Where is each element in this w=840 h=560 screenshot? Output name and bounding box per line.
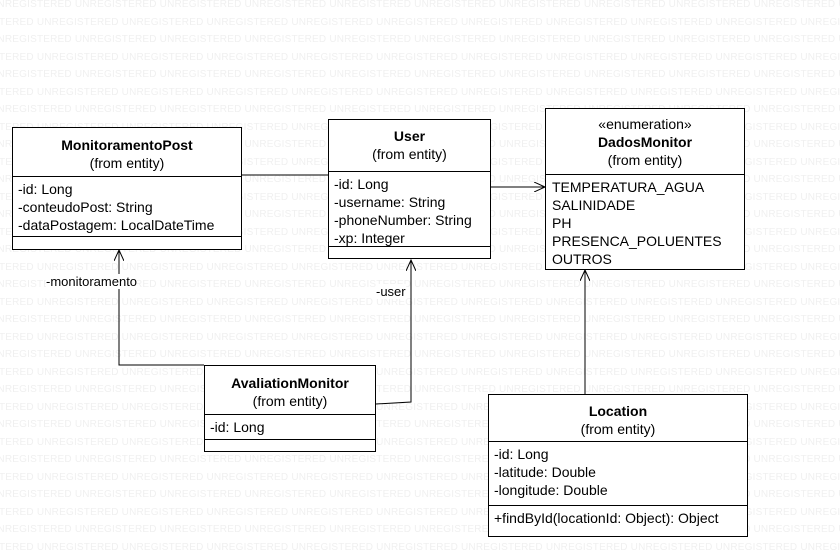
member-row: -conteudoPost: String (18, 199, 153, 215)
class-user[interactable]: User (from entity) -id: Long -username: S… (328, 119, 491, 259)
class-header: User (from entity) (329, 120, 490, 171)
operations-compartment (13, 236, 241, 250)
member-row: +findById(locationId: Object): Object (494, 510, 719, 526)
member-row: -id: Long (18, 181, 73, 197)
member-row: -id: Long (334, 176, 389, 192)
member-row: -id: Long (494, 446, 549, 462)
operations-compartment (205, 439, 375, 452)
member-row: -xp: Integer (334, 230, 405, 246)
class-avaliationmonitor[interactable]: AvaliationMonitor (from entity) -id: Lon… (204, 365, 376, 452)
member-row: PRESENCA_POLUENTES (552, 233, 722, 249)
member-row: TEMPERATURA_AGUA (552, 179, 705, 195)
class-location[interactable]: Location (from entity) -id: Long -latitud… (488, 394, 748, 537)
attributes-compartment: -id: Long -username: String -phoneNumber: … (329, 171, 490, 246)
role-label-user: -user (376, 284, 406, 299)
enumeration-literals: TEMPERATURA_AGUA SALINIDADE PH PRESENCA_POL… (546, 174, 744, 271)
association-avaliationmonitor-user (375, 260, 411, 405)
class-header: MonitoramentoPost (from entity) (13, 128, 241, 176)
class-monitoramentopost[interactable]: MonitoramentoPost (from entity) -id: Lon… (12, 127, 242, 250)
member-row: PH (552, 215, 572, 231)
class-name: AvaliationMonitor (231, 375, 349, 391)
member-row: -dataPostagem: LocalDateTime (18, 217, 215, 233)
attributes-compartment: -id: Long -conteudoPost: String -dataPosta… (13, 176, 241, 236)
operations-compartment: +findById(locationId: Object): Object (489, 505, 747, 530)
class-header: Location (from entity) (489, 395, 747, 441)
member-row: SALINIDADE (552, 197, 636, 213)
attributes-compartment: -id: Long (205, 414, 375, 439)
member-row: -latitude: Double (494, 464, 596, 480)
member-row: -id: Long (210, 419, 265, 435)
class-name: DadosMonitor (597, 134, 693, 150)
member-row: -username: String (334, 194, 446, 210)
class-package: (from entity) (252, 393, 328, 409)
class-package: (from entity) (372, 146, 447, 162)
class-dadosmonitor[interactable]: «enumeration» DadosMonitor (from entity)… (545, 108, 745, 270)
class-header: «enumeration» DadosMonitor (from entity) (546, 109, 744, 174)
member-row: OUTROS (552, 251, 612, 267)
association-avaliationmonitor-monitoramentopost (119, 250, 204, 366)
class-package: (from entity) (89, 155, 165, 171)
operations-compartment (329, 246, 490, 260)
class-name: User (393, 128, 426, 144)
role-label-monitoramento: -monitoramento (46, 274, 138, 289)
class-name: MonitoramentoPost (61, 137, 193, 153)
class-header: AvaliationMonitor (from entity) (205, 366, 375, 414)
class-package: (from entity) (580, 421, 656, 437)
member-row: -longitude: Double (494, 482, 608, 498)
class-name: Location (588, 403, 648, 419)
attributes-compartment: -id: Long -latitude: Double -longitude: Do… (489, 441, 747, 505)
class-package: (from entity) (607, 152, 683, 168)
class-stereotype: «enumeration» (598, 116, 692, 132)
member-row: -phoneNumber: String (334, 212, 472, 228)
